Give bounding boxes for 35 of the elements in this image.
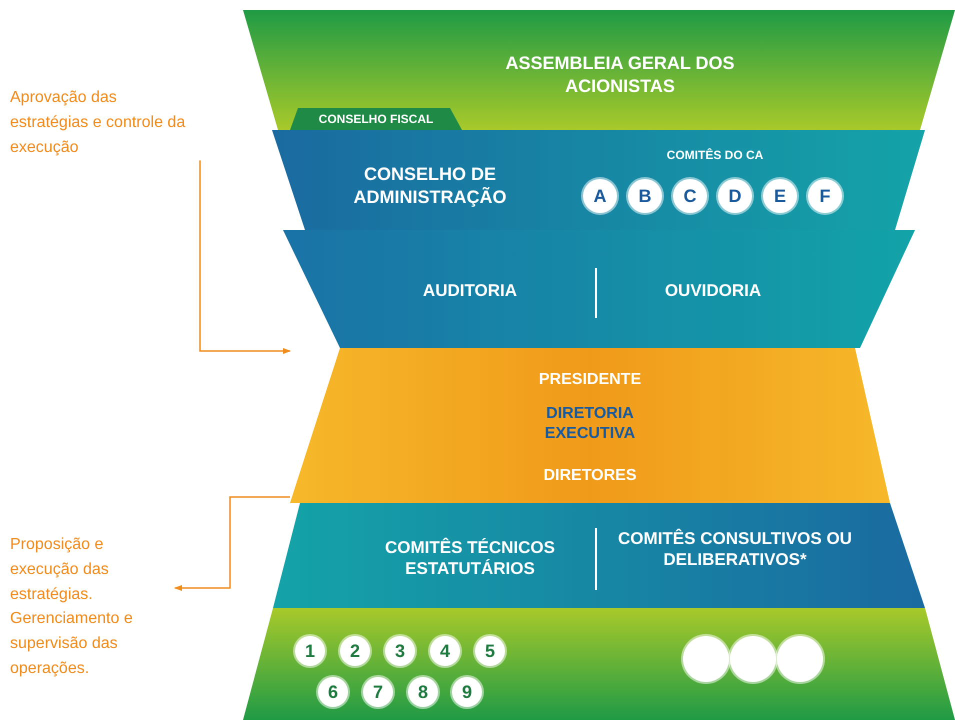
side-note: Proposição e execução das estratégias. Gerenciamento e supervisão das operações. bbox=[10, 533, 175, 682]
committee-badge: 6 bbox=[318, 677, 348, 707]
committee-badge: 4 bbox=[430, 636, 460, 666]
committee-badge: C bbox=[673, 179, 707, 213]
committee-badge: D bbox=[718, 179, 752, 213]
committee-badge: 8 bbox=[408, 677, 438, 707]
tier-label: COMITÊS DO CA bbox=[666, 148, 764, 163]
tier-label: OUVIDORIA bbox=[664, 280, 762, 302]
committee-badge: F bbox=[808, 179, 842, 213]
committee-badge: 2 bbox=[340, 636, 370, 666]
committee-badge: 7 bbox=[363, 677, 393, 707]
tier-label: COMITÊS CONSULTIVOS OU DELIBERATIVOS* bbox=[617, 528, 853, 570]
committee-badge: 5 bbox=[475, 636, 505, 666]
tier-label: CONSELHO FISCAL bbox=[318, 112, 434, 127]
tier-label: DIRETORIA EXECUTIVA bbox=[544, 404, 636, 444]
tier-band bbox=[243, 10, 955, 130]
arrow bbox=[199, 160, 291, 354]
tier-label: DIRETORES bbox=[542, 466, 638, 486]
blank-circle bbox=[730, 636, 776, 682]
tier-label: AUDITORIA bbox=[422, 280, 518, 302]
committee-badge: A bbox=[583, 179, 617, 213]
committee-badge: 1 bbox=[295, 636, 325, 666]
arrow bbox=[174, 496, 290, 591]
tier-label: ASSEMBLEIA GERAL DOS ACIONISTAS bbox=[504, 52, 736, 97]
committee-badge: B bbox=[628, 179, 662, 213]
tier-label: PRESIDENTE bbox=[538, 370, 642, 390]
blank-circle bbox=[777, 636, 823, 682]
side-note: Aprovação das estratégias e controle da execução bbox=[10, 86, 195, 160]
committee-badge: E bbox=[763, 179, 797, 213]
tier-band bbox=[243, 608, 955, 720]
blank-circle bbox=[683, 636, 729, 682]
committee-badge: 9 bbox=[452, 677, 482, 707]
tier-label: CONSELHO DE ADMINISTRAÇÃO bbox=[352, 163, 508, 208]
tier-label: COMITÊS TÉCNICOS ESTATUTÁRIOS bbox=[384, 537, 556, 580]
committee-badge: 3 bbox=[385, 636, 415, 666]
